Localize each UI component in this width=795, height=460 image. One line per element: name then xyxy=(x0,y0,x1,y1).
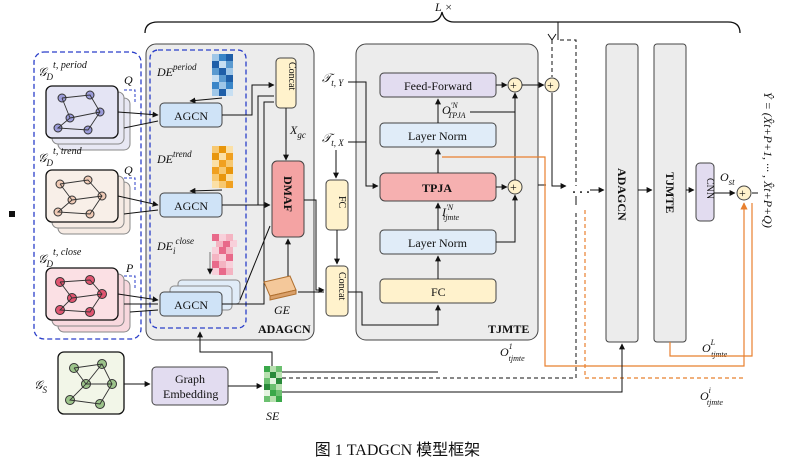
graph-close-p: P xyxy=(125,261,134,275)
graph-embedding-line1: Graph xyxy=(175,372,205,386)
dots: · · · xyxy=(572,185,590,199)
output-expression: Ŷ = (X̂t+P+1, ··· , X̂t+P+Q) xyxy=(761,92,775,228)
figure-caption: 图 1 TADGCN 模型框架 xyxy=(314,442,481,459)
layer-count-label: L × xyxy=(434,0,453,14)
de-trend-label: DEtrend xyxy=(156,149,192,166)
add-outer-symbol: + xyxy=(547,78,554,92)
feed-forward-label: Feed-Forward xyxy=(404,79,472,93)
add-node-outer xyxy=(544,77,560,93)
layer-brace xyxy=(144,11,741,34)
de-trend-heatmap xyxy=(212,146,233,188)
tjmte-tall-label: TJMTE xyxy=(663,172,677,213)
adagcn-panel-label: ADAGCN xyxy=(258,322,311,336)
t-x-label: 𝒯t, X xyxy=(322,131,344,148)
graph-close xyxy=(45,267,131,333)
orange-path-oi xyxy=(584,210,744,379)
tjmte-panel-label: TJMTE xyxy=(488,322,529,336)
de-close-heatmap xyxy=(212,234,237,275)
de-period-label: DEperiod xyxy=(156,62,197,79)
add-ff-symbol: + xyxy=(510,78,517,92)
agcn-period-label: AGCN xyxy=(174,109,208,123)
dynamic-graph-group xyxy=(33,51,142,340)
se-label: SE xyxy=(266,409,280,423)
concat-mid xyxy=(325,265,349,317)
ge-label: GE xyxy=(274,303,291,317)
dmaf-label: DMAF xyxy=(281,176,295,212)
xgc-label: Xgc xyxy=(289,123,306,140)
layer-norm-top-label: Layer Norm xyxy=(408,129,468,143)
fc-inner-label: FC xyxy=(431,285,446,299)
agcn-trend-label: AGCN xyxy=(174,199,208,213)
graph-period-q: Q xyxy=(124,73,133,87)
tpja-label: TPJA xyxy=(422,181,452,195)
concat-top-label: Concat xyxy=(286,62,297,91)
ge-embedding xyxy=(263,275,297,301)
graph-embedding-line2: Embedding xyxy=(163,387,218,401)
graph-trend xyxy=(45,169,131,235)
graph-period-label: 𝒢Dt, period xyxy=(38,60,88,82)
add-final-symbol: + xyxy=(739,186,746,200)
agcn-close-label: AGCN xyxy=(174,298,208,312)
adagcn-tall xyxy=(605,43,639,343)
static-graph xyxy=(65,359,117,409)
orange-path-oL xyxy=(669,203,753,357)
graph-close-label: 𝒢Dt, close xyxy=(38,247,82,269)
agcn-group xyxy=(149,49,247,329)
de-close-label: DEiclose xyxy=(156,236,194,256)
se-heatmap xyxy=(264,366,282,402)
adagcn-tall-label: ADAGCN xyxy=(615,168,629,221)
concat-mid-label: Concat xyxy=(336,272,347,301)
t-y-label: 𝒯t, Y xyxy=(322,71,344,88)
ost-label: Ost xyxy=(720,170,735,187)
layer-norm-bottom-label: Layer Norm xyxy=(408,236,468,250)
add-node-final xyxy=(736,185,752,201)
cnn-block xyxy=(695,162,715,222)
cnn-label: CNN xyxy=(704,178,715,199)
graph-trend-label: 𝒢Dt, trend xyxy=(38,146,83,168)
fc-left-label: FC xyxy=(336,196,347,209)
left-marker xyxy=(9,211,15,217)
static-graph-label: 𝒢S xyxy=(34,378,48,395)
de-period-heatmap xyxy=(212,54,233,96)
graph-trend-q: Q xyxy=(124,163,133,177)
orange-path-o1 xyxy=(442,156,748,367)
dmaf-block xyxy=(271,160,305,238)
graph-period xyxy=(45,85,131,151)
add-tpja-symbol: + xyxy=(510,180,517,194)
